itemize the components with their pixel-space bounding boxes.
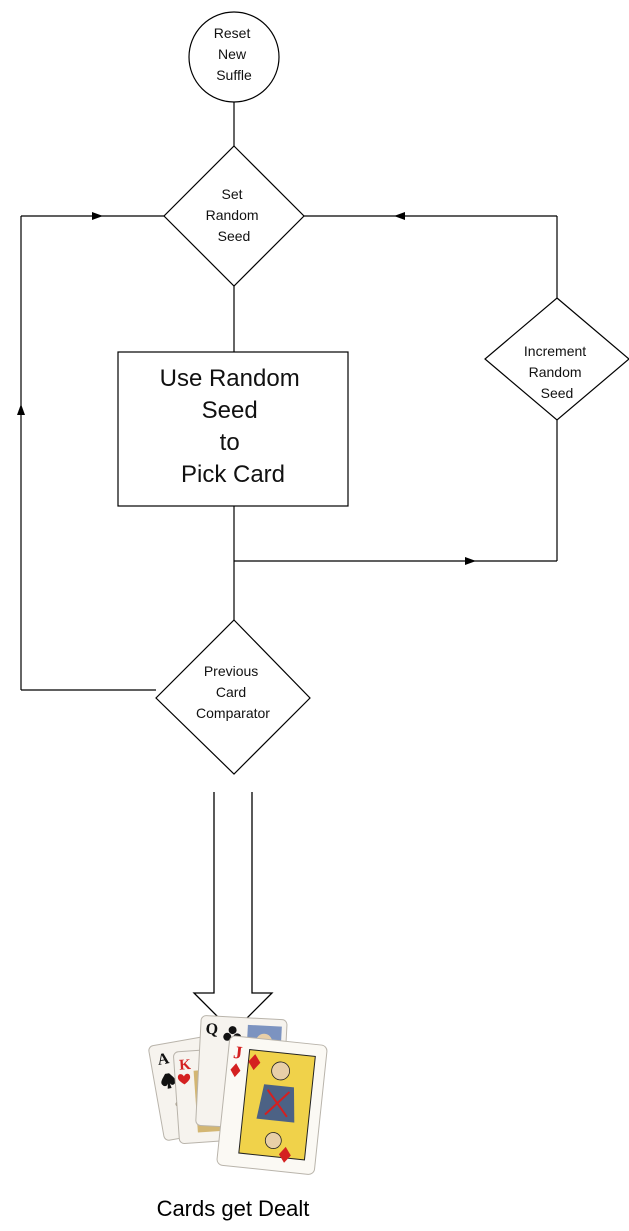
playing-cards-image: A K Q J [148, 1015, 327, 1175]
increment-seed-decision [485, 298, 629, 420]
svg-text:K: K [179, 1057, 192, 1074]
arrow-right-icon [92, 212, 103, 220]
output-caption: Cards get Dealt [157, 1196, 310, 1221]
svg-text:Q: Q [205, 1021, 218, 1039]
arrow-up-icon [17, 404, 25, 415]
output-arrow-icon [194, 792, 272, 1032]
arrow-right-icon [465, 557, 476, 565]
arrow-left-icon [394, 212, 405, 220]
start-node-label: Reset New Suffle [214, 25, 254, 83]
